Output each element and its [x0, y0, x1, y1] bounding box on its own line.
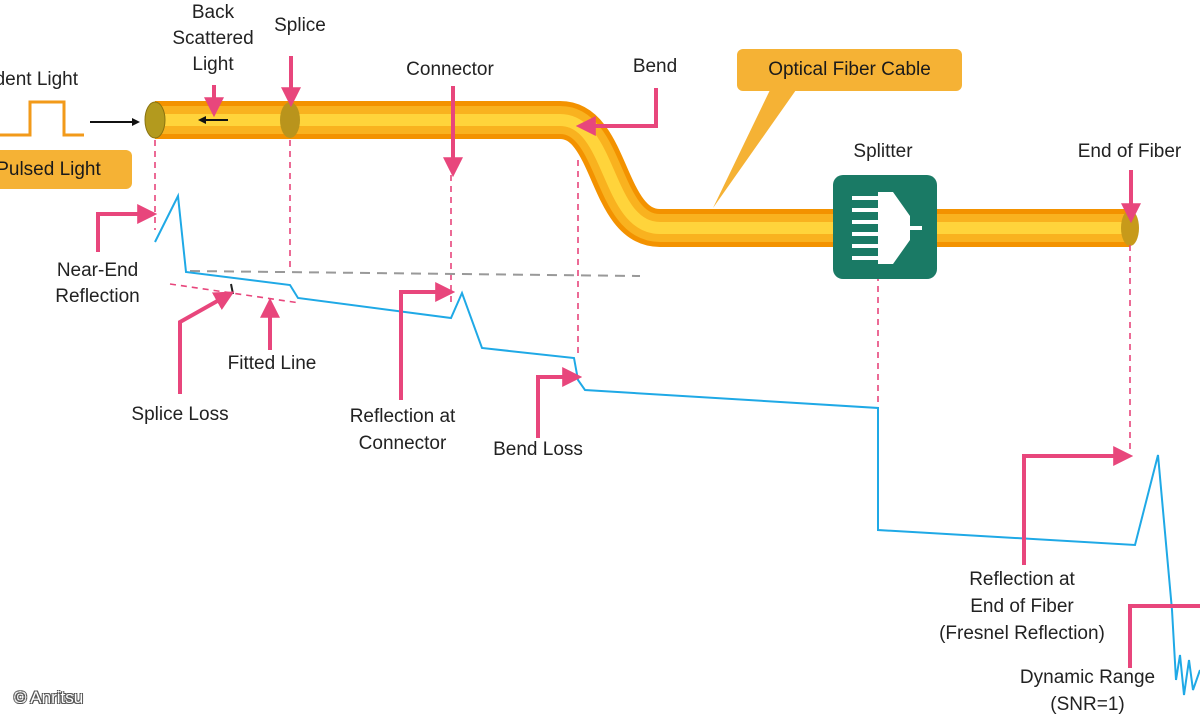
- splitter-icon: [833, 175, 937, 279]
- pulse-icon: [0, 100, 84, 137]
- copyright-text: © Anritsu: [14, 688, 84, 707]
- reflection-at-connector-label: Reflection at Connector: [349, 406, 456, 454]
- back-scattered-light-label: Back Scattered Light: [172, 2, 254, 75]
- splice-loss-label: Splice Loss: [131, 404, 229, 425]
- reflection-at-end-of-fiber-label: Reflection at End of Fiber (Fresnel Refl…: [939, 569, 1105, 644]
- optical-fiber-cable: [144, 101, 1139, 247]
- otdr-trace: [154, 192, 1200, 696]
- fitted-line-label: Fitted Line: [227, 353, 317, 374]
- splice-loss-marker: [230, 283, 234, 295]
- near-end-reflection-label: Near-End Reflection: [55, 260, 140, 307]
- dynamic-range-label: Dynamic Range (SNR=1): [1019, 667, 1156, 715]
- end-of-fiber-label: End of Fiber: [1077, 141, 1182, 162]
- splice-ring: [280, 102, 300, 138]
- reference-dashed-line: [189, 270, 641, 277]
- optical-fiber-cable-callout: Optical Fiber Cable: [737, 49, 962, 91]
- pulsed-light-callout: Pulsed Light: [0, 150, 132, 189]
- bend-loss-label: Bend Loss: [493, 439, 583, 460]
- bend-label: Bend: [632, 56, 678, 77]
- pink-pointers: [96, 56, 1200, 668]
- connector-label: Connector: [406, 59, 494, 80]
- splitter-label: Splitter: [853, 141, 913, 162]
- callout-pointer: [713, 90, 796, 208]
- splice-label: Splice: [274, 15, 326, 36]
- incident-light-label: Incident Light: [0, 69, 79, 90]
- reference-lines: [154, 140, 1131, 452]
